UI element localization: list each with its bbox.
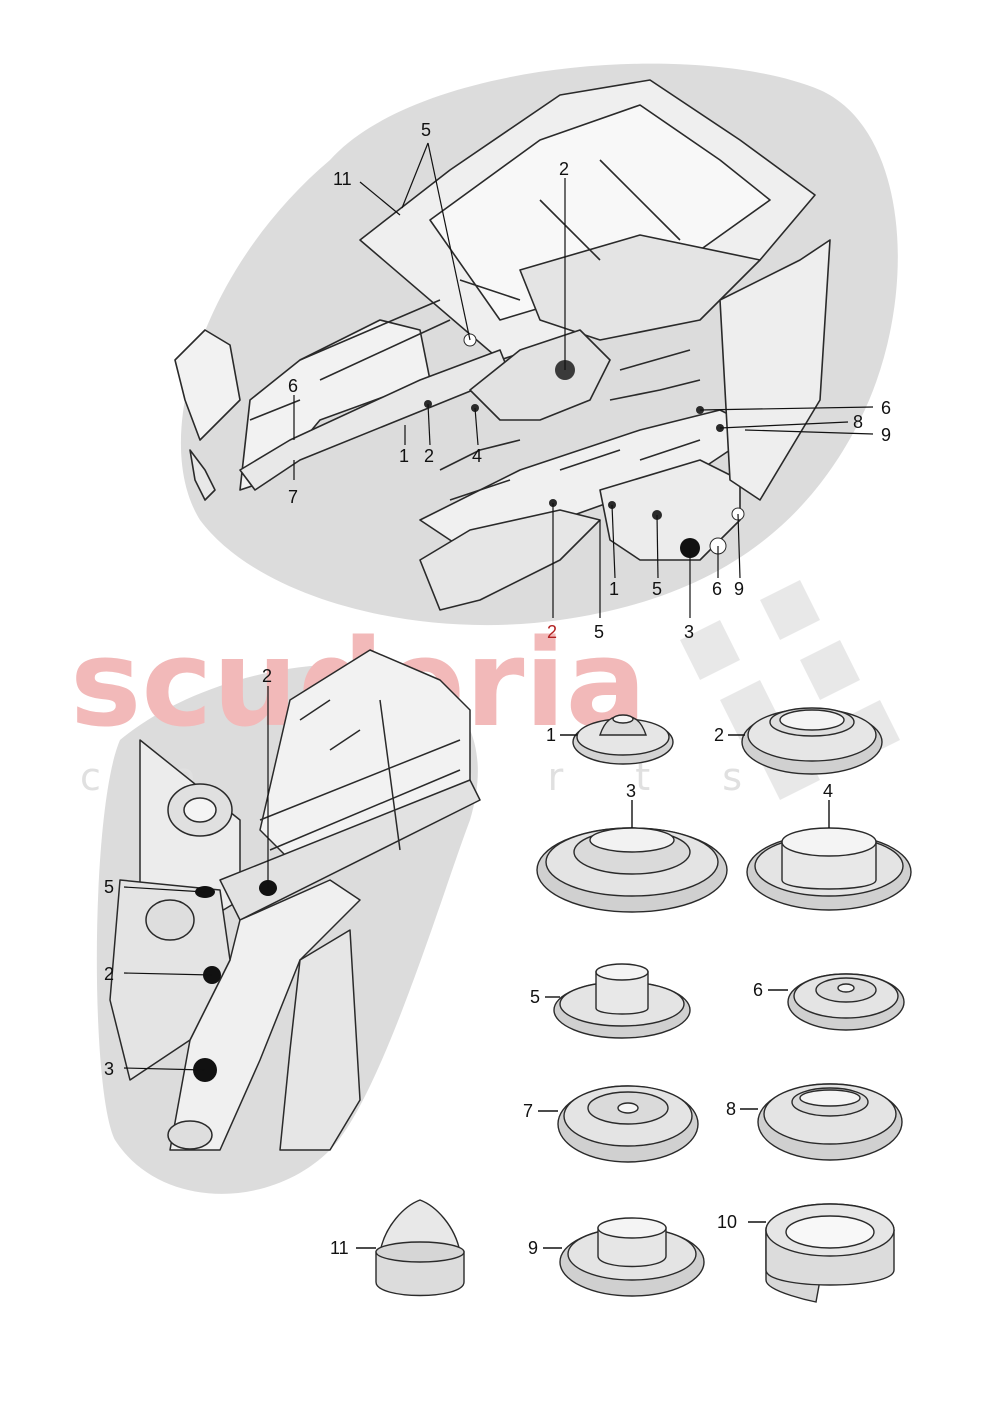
part-8-plug: [740, 1083, 903, 1161]
top-view-leaders: [293, 142, 874, 618]
callout-6: 6: [288, 376, 298, 396]
part-6-plug: [768, 973, 905, 1031]
callout-3: 3: [104, 1059, 114, 1079]
callout-5: 5: [652, 579, 662, 599]
top-view-labels: 5 11 2 6 7 1 2 4 6 8 9 1 5 6 9 2 5 3: [288, 120, 891, 642]
part-10-tape-roll: [748, 1203, 895, 1303]
callout-2: 2: [262, 666, 272, 686]
callout-8: 8: [853, 412, 863, 432]
callout-1: 1: [399, 446, 409, 466]
callout-7: 7: [288, 487, 298, 507]
part-label-5: 5: [530, 987, 540, 1007]
part-label-3: 3: [626, 781, 636, 801]
callout-2: 2: [104, 964, 114, 984]
part-label-4: 4: [823, 781, 833, 801]
part-label-9: 9: [528, 1238, 538, 1258]
part-4-plug: [746, 800, 912, 911]
detail-view-structure: [109, 649, 481, 1151]
detail-view-labels: 2 5 2 3: [104, 666, 272, 1079]
callout-9: 9: [734, 579, 744, 599]
part-label-6: 6: [753, 980, 763, 1000]
callout-3: 3: [684, 622, 694, 642]
car-body-structure: [174, 79, 831, 611]
callout-9: 9: [881, 425, 891, 445]
part-label-2: 2: [714, 725, 724, 745]
part-11-cap: [356, 1199, 465, 1297]
part-7-plug: [538, 1085, 699, 1163]
callout-2: 2: [559, 159, 569, 179]
callout-4: 4: [472, 446, 482, 466]
callout-5: 5: [594, 622, 604, 642]
parts-labels: 1 2 3 4 5 6 7 8 9 10 11: [330, 725, 833, 1258]
callout-11: 11: [333, 169, 352, 189]
detail-view-leaders: [123, 686, 269, 1071]
callout-2-highlight: 2: [547, 622, 557, 642]
callout-6: 6: [881, 398, 891, 418]
part-1-plug: [560, 714, 674, 765]
part-label-7: 7: [523, 1101, 533, 1121]
part-label-10: 10: [717, 1212, 737, 1232]
part-label-8: 8: [726, 1099, 736, 1119]
part-3-plug: [536, 800, 728, 913]
callout-5: 5: [421, 120, 431, 140]
callout-1: 1: [609, 579, 619, 599]
callout-5: 5: [104, 877, 114, 897]
callout-2: 2: [424, 446, 434, 466]
part-9-plug: [543, 1217, 705, 1297]
part-label-11: 11: [330, 1238, 349, 1258]
part-5-plug: [545, 963, 691, 1039]
part-2-plug: [728, 707, 883, 775]
callout-6: 6: [712, 579, 722, 599]
part-label-1: 1: [546, 725, 556, 745]
